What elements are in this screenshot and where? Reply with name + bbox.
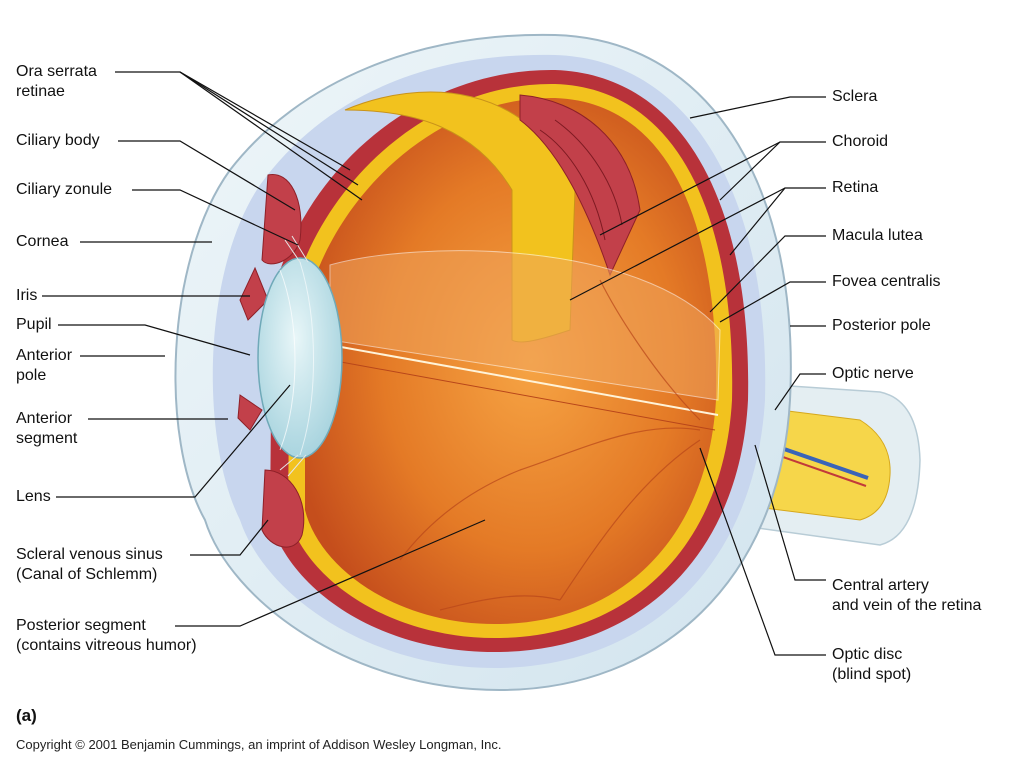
label-iris: Iris: [16, 287, 38, 304]
leader-lines: [42, 71, 826, 656]
ciliary-zonule: [279, 235, 309, 477]
label-ciliary-body: Ciliary body: [16, 132, 100, 149]
label-sclera: Sclera: [832, 88, 878, 105]
label-anterior-pole: Anterior pole: [16, 347, 73, 384]
label-ciliary-zonule: Ciliary zonule: [16, 181, 113, 198]
label-scleral-venous-sinus: Scleral venous sinus (Canal of Schlemm): [16, 546, 163, 583]
label-optic-disc: Optic disc (blind spot): [832, 646, 912, 683]
panel-letter: (a): [16, 706, 37, 725]
label-choroid: Choroid: [832, 133, 889, 150]
lens: [257, 257, 343, 459]
label-fovea-centralis: Fovea centralis: [832, 273, 941, 290]
label-posterior-pole: Posterior pole: [832, 317, 931, 334]
retinal-vessels: [399, 279, 701, 611]
label-posterior-segment: Posterior segment (contains vitreous hum…: [16, 617, 197, 654]
label-ora-serrata: Ora serrata retinae: [16, 63, 97, 100]
cut-plane: [329, 250, 721, 401]
label-pupil: Pupil: [16, 316, 52, 333]
label-cornea: Cornea: [16, 233, 69, 250]
label-central-artery-vein: Central artery and vein of the retina: [832, 577, 982, 614]
label-macula-lutea: Macula lutea: [832, 227, 923, 244]
label-lens: Lens: [16, 488, 51, 505]
label-anterior-segment: Anterior segment: [16, 410, 78, 447]
iris-lower: [237, 394, 263, 431]
iris-upper: [239, 266, 269, 321]
label-optic-nerve: Optic nerve: [832, 365, 914, 382]
copyright-notice: Copyright © 2001 Benjamin Cummings, an i…: [16, 737, 502, 752]
label-retina: Retina: [832, 179, 879, 196]
ciliary-body-lower: [261, 469, 305, 548]
